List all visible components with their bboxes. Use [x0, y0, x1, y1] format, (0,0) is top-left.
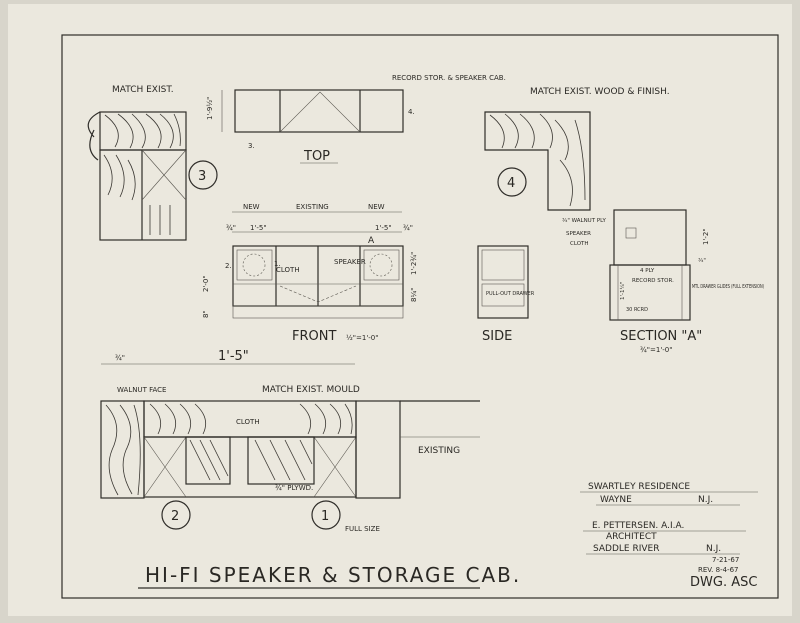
top-label: TOP [303, 149, 330, 164]
architect-state: N.J. [706, 544, 721, 554]
section-record-stor: RECORD STOR. [632, 278, 674, 284]
front-ref-1: 1. [274, 260, 281, 268]
top-ref-4: 4. [408, 108, 415, 116]
architect-town: SADDLE RIVER [593, 544, 659, 554]
full-dim-main: 1'-5" [218, 349, 249, 364]
front-label: FRONT [292, 329, 336, 344]
front-dim-left: 1'-5" [250, 224, 267, 232]
title-block: SWARTLEY RESIDENCE WAYNE N.J. E. PETTERS… [580, 482, 758, 590]
section-walnut-ply: ¾" WALNUT PLY [562, 218, 606, 224]
side-note: PULL-OUT DRAWER [486, 291, 535, 297]
project-name: SWARTLEY RESIDENCE [588, 482, 690, 492]
detail-4: MATCH EXIST. WOOD & FINISH. 4 [484, 87, 670, 211]
drawing-number: DWG. ASC [690, 575, 757, 590]
detail-2-number: 2 [171, 509, 179, 524]
drawing-date: 7-21-67 [712, 556, 739, 564]
drawing-title: HI-FI SPEAKER & STORAGE CAB. [145, 563, 521, 587]
section-speaker: SPEAKER [566, 231, 591, 237]
front-dim-lower: 8¼" [410, 288, 418, 302]
section-cloth: CLOTH [570, 241, 589, 247]
note-match-wood-finish: MATCH EXIST. WOOD & FINISH. [530, 87, 670, 97]
side-label: SIDE [482, 329, 512, 344]
detail-4-number: 4 [507, 176, 515, 191]
front-dim-upper: 1'-2¾" [410, 252, 418, 275]
front-ref-2: 2. [225, 262, 232, 270]
top-ref-3: 3. [248, 142, 255, 150]
detail-3: MATCH EXIST. 3 [87, 85, 218, 241]
detail-1-bubble [311, 500, 341, 530]
section-shelf: 4 PLY [640, 268, 655, 274]
top-depth-dim: 1'-9½" [206, 97, 214, 120]
full-size-scale: FULL SIZE [345, 525, 380, 533]
full-walnut-face: WALNUT FACE [117, 386, 166, 394]
paper [8, 4, 792, 616]
front-dim-small-left: ¾" [226, 224, 236, 232]
architect-name: E. PETTERSEN. A.I.A. [592, 521, 684, 531]
detail-4-bubble [497, 167, 527, 197]
front-existing: EXISTING [296, 203, 329, 211]
detail-2-bubble [161, 500, 191, 530]
project-town: WAYNE [600, 495, 632, 505]
section-dim-upper: 1'-2" [702, 228, 710, 245]
front-dim-right: 1'-5" [375, 224, 392, 232]
section-record-note: 30 RCRD [626, 307, 648, 313]
border-frame [61, 34, 779, 599]
front-elevation: NEW EXISTING NEW 1'-5" 1'-5" ¾" ¾" A 2'-… [202, 203, 418, 344]
full-size-details: ¾" 1'-5" WALNUT FACE MATCH EXIST. MOULD … [100, 349, 480, 533]
front-dim-small-right: ¾" [403, 224, 413, 232]
full-existing: EXISTING [418, 446, 460, 456]
top-note: RECORD STOR. & SPEAKER CAB. [392, 74, 506, 82]
front-speaker: SPEAKER [334, 258, 366, 266]
note-match-exist: MATCH EXIST. [112, 85, 174, 95]
detail-3-number: 3 [198, 169, 206, 184]
full-plywood: ¾" PLYWD. [275, 484, 313, 492]
section-a-label: SECTION "A" [620, 329, 702, 344]
full-cloth: CLOTH [236, 418, 260, 426]
section-a-mark: A [368, 236, 375, 246]
section-dim-lower: 1'-1¼" [620, 282, 626, 300]
front-cloth: CLOTH [276, 266, 300, 274]
section-a-scale: ¾"=1'-0" [640, 346, 672, 354]
section-a: ¾" WALNUT PLY SPEAKER CLOTH 4 PLY RECORD… [562, 209, 764, 354]
detail-3-bubble [188, 160, 218, 190]
detail-1-number: 1 [321, 509, 329, 524]
front-scale: ½"=1'-0" [346, 334, 378, 342]
full-dim-left: ¾" [115, 354, 125, 362]
section-drawer-glides: MTL DRAWER GLIDES (FULL EXTENSION) [692, 284, 764, 290]
front-dim-base: 8" [202, 310, 210, 318]
front-new-right: NEW [368, 203, 385, 211]
full-mould: MATCH EXIST. MOULD [262, 385, 360, 395]
project-state: N.J. [698, 495, 713, 505]
side-elevation: PULL-OUT DRAWER SIDE [477, 245, 535, 344]
architect-title: ARCHITECT [606, 532, 657, 542]
top-view: 1'-9½" 3. 4. RECORD STOR. & SPEAKER CAB.… [206, 74, 506, 164]
front-dim-height: 2'-0" [202, 275, 210, 292]
section-dim-small: ¾" [698, 258, 706, 264]
front-new-left: NEW [243, 203, 260, 211]
revision-date: REV. 8-4-67 [698, 566, 739, 574]
